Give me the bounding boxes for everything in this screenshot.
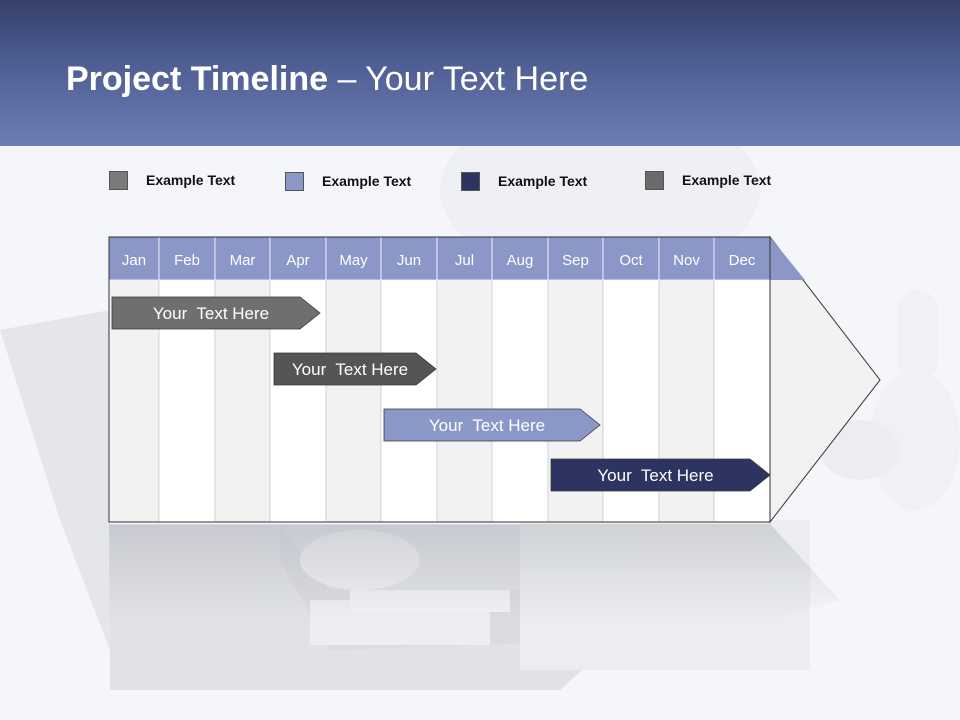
month-column	[325, 279, 382, 523]
month-column	[380, 279, 438, 523]
month-column	[436, 279, 493, 523]
month-label: May	[339, 252, 368, 269]
slide-title-bold: Project Timeline	[66, 60, 329, 98]
month-header-cell	[491, 236, 549, 281]
month-label: Dec	[729, 252, 756, 269]
legend-item-4: Example Text	[645, 171, 795, 191]
slide-title: Project Timeline – Your Text Here	[66, 60, 588, 99]
task-bar-label: Your Text Here	[429, 416, 545, 435]
legend-label: Example Text	[146, 172, 236, 188]
month-header-cell	[436, 236, 493, 281]
month-label: Jun	[397, 252, 421, 269]
legend-swatch	[109, 171, 128, 190]
month-header-cell	[214, 236, 271, 281]
task-bar	[383, 408, 601, 442]
month-header-cell	[108, 236, 160, 281]
timeline-frame	[108, 236, 771, 523]
month-label: Jul	[455, 252, 474, 269]
task-bar	[111, 296, 321, 330]
month-header-cell	[325, 236, 382, 281]
month-label: Sep	[562, 252, 589, 269]
task-bar-label: Your Text Here	[153, 304, 269, 323]
month-label: Jan	[122, 252, 146, 269]
month-label: Nov	[673, 252, 700, 269]
legend-label: Example Text	[322, 173, 412, 189]
legend-item-3: Example Text	[461, 172, 611, 192]
legend-swatch	[461, 172, 480, 191]
month-header-cell	[158, 236, 216, 281]
month-label: Mar	[230, 252, 256, 269]
task-bar	[550, 458, 771, 492]
legend-item-2: Example Text	[285, 172, 435, 192]
task-bar	[273, 352, 437, 386]
month-label: Oct	[619, 252, 643, 269]
month-label: Feb	[174, 252, 200, 269]
month-column	[491, 279, 549, 523]
task-bar-label: Your Text Here	[292, 360, 408, 379]
title-banner: Project Timeline – Your Text Here	[0, 0, 960, 146]
arrow-head-header	[770, 237, 805, 280]
month-label: Aug	[507, 252, 534, 269]
month-header-cell	[380, 236, 438, 281]
legend-label: Example Text	[682, 172, 772, 188]
legend-item-1: Example Text	[109, 171, 259, 191]
legend-swatch	[285, 172, 304, 191]
legend-swatch	[645, 171, 664, 190]
month-header-cell	[269, 236, 327, 281]
slide-title-rest: – Your Text Here	[328, 60, 589, 98]
legend-label: Example Text	[498, 173, 588, 189]
timeline-reflection	[109, 524, 840, 620]
month-label: Apr	[286, 252, 309, 269]
task-bar-label: Your Text Here	[597, 466, 713, 485]
